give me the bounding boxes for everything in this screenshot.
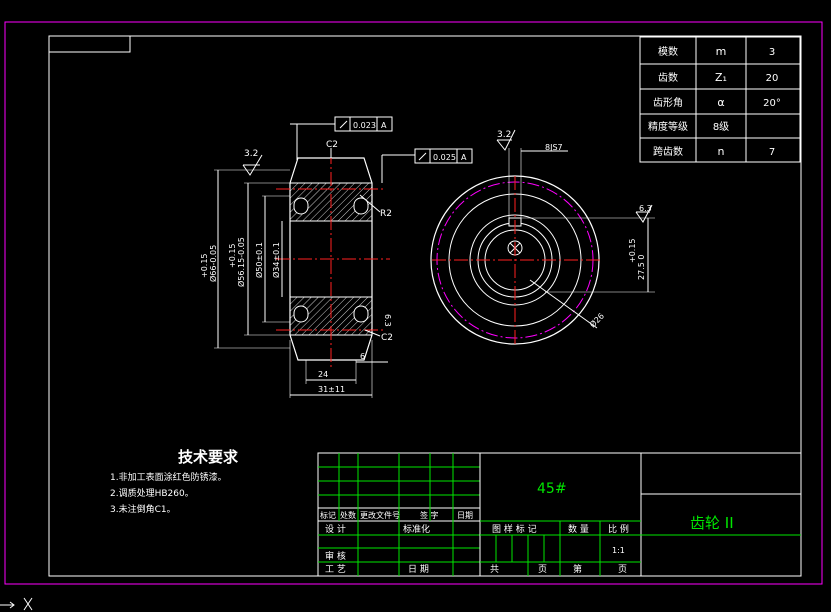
design-label: 设 计 xyxy=(325,523,346,535)
param-value-4: 7 xyxy=(769,147,775,158)
dim-key: 27.5 0 xyxy=(637,255,646,280)
gear-front-view xyxy=(430,129,655,345)
hdr-count: 处数 xyxy=(340,510,356,520)
gear-section-view xyxy=(214,116,473,398)
param-symbol-3: 8级 xyxy=(713,121,729,133)
review-label: 审 核 xyxy=(325,550,346,562)
parameter-table: 模数 m 3 齿数 Z₁ 20 齿形角 α 20° 精度等级 8级 跨齿数 n … xyxy=(639,36,801,163)
tolerance-1-value: 0.023 xyxy=(353,121,376,130)
chamfer-bottom-label: C2 xyxy=(381,333,393,343)
drawing-mark-label: 图 样 标 记 xyxy=(492,523,537,535)
param-name-3: 精度等级 xyxy=(648,120,688,133)
dim-key-tol: +0.15 xyxy=(628,238,637,263)
tolerance-2-value: 0.025 xyxy=(433,153,456,162)
tech-req-item-3: 3.未注倒角C1。 xyxy=(110,503,176,515)
tech-req-item-2: 2.调质处理HB260。 xyxy=(110,487,194,499)
side-roughness-label: 6.3 xyxy=(383,314,392,327)
param-name-1: 齿数 xyxy=(658,71,678,84)
dim-hub: Ø50±0.1 xyxy=(254,242,264,278)
front-right-roughness-label: 6.3 xyxy=(639,204,652,213)
param-value-1: 20 xyxy=(766,73,779,84)
tech-req-item-1: 1.非加工表面涂红色防锈漆。 xyxy=(110,471,227,483)
param-symbol-4: n xyxy=(718,145,725,158)
param-name-0: 模数 xyxy=(658,45,678,58)
keyway-label: 8JS7 xyxy=(545,143,563,152)
title-block xyxy=(317,452,802,577)
tolerance-2-datum: A xyxy=(461,153,467,162)
part-name-label: 齿轮 II xyxy=(690,514,734,532)
date2-label: 日 期 xyxy=(408,564,429,575)
param-symbol-0: m xyxy=(716,45,727,58)
hdr-date: 日期 xyxy=(457,511,473,520)
dim-pitch: Ø56.15-0.05 xyxy=(236,237,246,287)
param-value-0: 3 xyxy=(769,47,775,58)
outer-frame xyxy=(4,21,823,585)
scale-label: 比 例 xyxy=(608,523,629,535)
process-label: 工 艺 xyxy=(325,564,346,575)
dim-6: 6 xyxy=(360,352,365,361)
standard-label: 标准化 xyxy=(403,523,430,535)
total-label: 共 xyxy=(490,564,499,575)
tech-req-title: 技术要求 xyxy=(178,448,239,466)
hdr-change: 更改文件号 xyxy=(360,510,400,520)
quantity-label: 数 量 xyxy=(568,523,589,535)
param-symbol-2: α xyxy=(717,96,724,109)
tolerance-1-datum: A xyxy=(381,121,387,130)
sheet-label: 第 xyxy=(573,563,582,575)
page2-label: 页 xyxy=(618,564,627,575)
dim-31: 31±11 xyxy=(318,385,345,394)
dim-pitch-tol: +0.15 xyxy=(228,243,237,268)
scale-value: 1:1 xyxy=(612,546,625,555)
param-symbol-1: Z₁ xyxy=(715,71,727,84)
param-value-2: 20° xyxy=(763,98,781,109)
param-name-4: 跨齿数 xyxy=(653,145,683,158)
roughness-top-label: 3.2 xyxy=(244,149,258,159)
hdr-marks: 标记 xyxy=(320,510,336,520)
dim-od-tol: +0.15 xyxy=(200,253,209,278)
param-name-2: 齿形角 xyxy=(653,97,683,109)
fillet-label: R2 xyxy=(380,209,392,219)
hdr-sign: 签 字 xyxy=(420,510,439,520)
material-label: 45# xyxy=(537,481,567,497)
corner-code-box xyxy=(48,35,131,53)
ucs-icon xyxy=(0,597,33,611)
dim-od: Ø66-0.05 xyxy=(208,245,218,282)
dim-bore: Ø34±0.1 xyxy=(271,242,281,278)
chamfer-top-label: C2 xyxy=(326,140,338,150)
page1-label: 页 xyxy=(538,564,547,575)
front-roughness-label: 3.2 xyxy=(497,130,511,140)
dim-24: 24 xyxy=(318,370,328,379)
